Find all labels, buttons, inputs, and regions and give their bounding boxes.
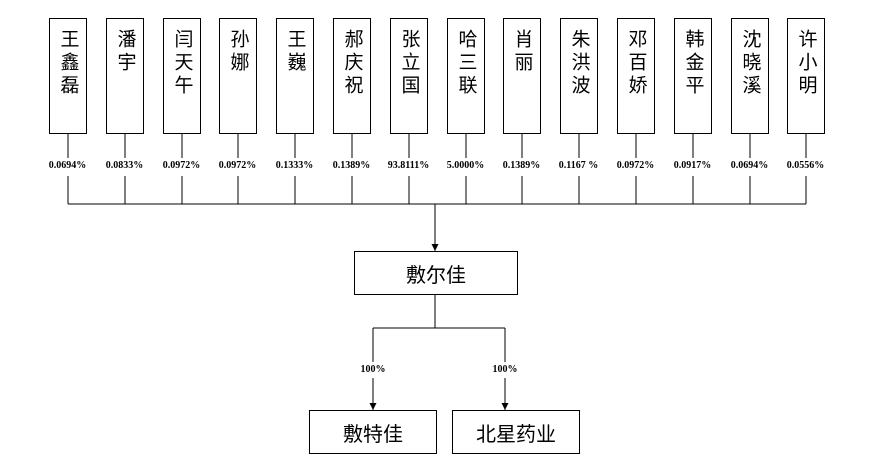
shareholder-name: 张立国 (398, 29, 421, 98)
shareholder-pct-label: 0.0972% (218, 160, 257, 171)
shareholder-pct-label: 0.0833% (105, 160, 144, 171)
shareholder-pct-label: 0.0556% (786, 160, 825, 171)
shareholder-name: 哈三联 (455, 29, 478, 98)
shareholder-pct-label: 0.1333% (275, 160, 314, 171)
shareholder-box: 许小明 (787, 18, 825, 134)
shareholder-name: 朱洪波 (568, 29, 591, 98)
subsidiary-pct-label: 100% (360, 364, 386, 375)
shareholder-name: 王巍 (284, 29, 307, 75)
subsidiary-pct-label: 100% (492, 364, 518, 375)
parent-company-name: 敷尔佳 (406, 262, 466, 287)
shareholder-name: 韩金平 (682, 29, 705, 98)
subsidiary-box: 北星药业 (452, 410, 580, 454)
shareholder-pct-label: 5.0000% (446, 160, 485, 171)
to-subsidiary-arrow (369, 403, 377, 410)
shareholder-box: 沈晓溪 (731, 18, 769, 134)
subsidiary-box: 敷特佳 (309, 410, 437, 454)
shareholder-box: 张立国 (390, 18, 428, 134)
shareholder-box: 王鑫磊 (49, 18, 87, 134)
shareholder-pct-label: 0.1167 % (558, 160, 599, 171)
shareholder-name: 潘宇 (114, 29, 137, 75)
shareholder-box: 邓百娇 (617, 18, 655, 134)
shareholder-name: 郝庆祝 (341, 29, 364, 98)
to-subsidiary-arrow (501, 403, 509, 410)
subsidiary-name: 敷特佳 (343, 421, 403, 446)
shareholder-name: 许小明 (795, 29, 818, 98)
shareholder-pct-label: 0.0972% (162, 160, 201, 171)
shareholder-pct-label: 93.8111% (387, 160, 430, 171)
shareholder-pct-label: 0.0917% (673, 160, 712, 171)
shareholder-name: 闫天午 (171, 29, 194, 98)
parent-company-box: 敷尔佳 (354, 251, 518, 295)
shareholder-box: 肖丽 (503, 18, 541, 134)
shareholder-box: 闫天午 (163, 18, 201, 134)
shareholder-name: 沈晓溪 (739, 29, 762, 98)
shareholder-pct-label: 0.1389% (332, 160, 371, 171)
shareholder-name: 肖丽 (511, 29, 534, 75)
shareholder-box: 孙娜 (219, 18, 257, 134)
subsidiary-name: 北星药业 (476, 421, 556, 446)
shareholder-box: 韩金平 (674, 18, 712, 134)
shareholder-box: 朱洪波 (560, 18, 598, 134)
shareholder-name: 孙娜 (227, 29, 250, 75)
shareholder-box: 郝庆祝 (333, 18, 371, 134)
shareholder-box: 潘宇 (106, 18, 144, 134)
shareholder-pct-label: 0.0694% (48, 160, 87, 171)
shareholder-pct-label: 0.0972% (616, 160, 655, 171)
to-parent-arrow (431, 244, 439, 251)
shareholder-pct-label: 0.0694% (730, 160, 769, 171)
shareholder-box: 哈三联 (447, 18, 485, 134)
shareholder-box: 王巍 (276, 18, 314, 134)
shareholder-name: 邓百娇 (625, 29, 648, 98)
shareholder-name: 王鑫磊 (57, 29, 80, 98)
shareholder-pct-label: 0.1389% (502, 160, 541, 171)
